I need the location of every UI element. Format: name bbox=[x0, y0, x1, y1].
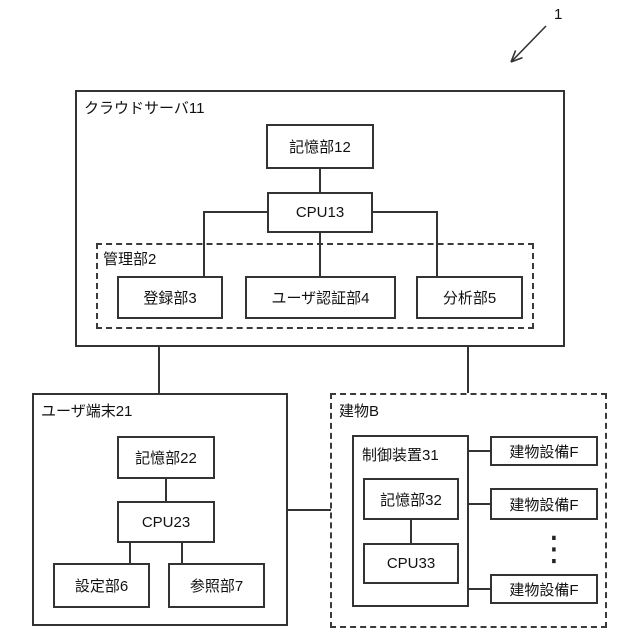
figure-ref-number: 1 bbox=[554, 6, 563, 23]
equipment-box-2: 建物設備F bbox=[490, 488, 598, 520]
equipment-label-2: 建物設備F bbox=[509, 496, 579, 514]
building-label: 建物B bbox=[339, 403, 380, 420]
cloud-server-label: クラウドサーバ11 bbox=[84, 100, 205, 117]
connector-cloud-building bbox=[467, 346, 469, 393]
building-box: 建物B bbox=[330, 393, 607, 628]
connector-controller-equipment-3 bbox=[468, 588, 491, 590]
user-terminal-label: ユーザ端末21 bbox=[41, 403, 133, 420]
management-box: 管理部2 bbox=[96, 243, 534, 329]
cpu33-box: CPU33 bbox=[363, 543, 459, 584]
cpu33-label: CPU33 bbox=[386, 555, 436, 572]
equipment-label-1: 建物設備F bbox=[509, 443, 579, 461]
setting-label: 設定部6 bbox=[74, 578, 129, 595]
setting-box: 設定部6 bbox=[53, 563, 150, 608]
vertical-ellipsis-icon: ⋮ bbox=[537, 529, 571, 569]
memory32-box: 記憶部32 bbox=[363, 478, 459, 520]
cpu23-label: CPU23 bbox=[141, 513, 191, 531]
management-label: 管理部2 bbox=[103, 251, 157, 268]
reference-box: 参照部7 bbox=[168, 563, 265, 608]
connector-cloud-terminal bbox=[158, 346, 160, 393]
registration-label: 登録部3 bbox=[143, 290, 197, 307]
equipment-box-3: 建物設備F bbox=[490, 574, 598, 604]
connector-cpu13-left-h bbox=[203, 211, 268, 213]
cpu13-label: CPU13 bbox=[295, 204, 345, 221]
connector-cpu13-analysis bbox=[436, 211, 438, 276]
connector-cpu23-setting bbox=[129, 542, 131, 564]
analysis-label: 分析部5 bbox=[442, 290, 497, 307]
user-auth-box: ユーザ認証部4 bbox=[245, 276, 396, 319]
connector-memory12-cpu13 bbox=[319, 169, 321, 192]
equipment-label-3: 建物設備F bbox=[509, 581, 579, 599]
connector-memory32-cpu33 bbox=[410, 519, 412, 544]
controller-label: 制御装置31 bbox=[362, 447, 439, 464]
connector-cpu13-user-auth bbox=[319, 232, 321, 276]
memory22-label: 記憶部22 bbox=[135, 450, 197, 467]
registration-box: 登録部3 bbox=[117, 276, 223, 319]
memory12-label: 記憶部12 bbox=[289, 139, 351, 156]
connector-terminal-building bbox=[287, 509, 331, 511]
user-auth-label: ユーザ認証部4 bbox=[271, 290, 370, 307]
connector-controller-equipment-1 bbox=[468, 450, 491, 452]
memory32-label: 記憶部32 bbox=[380, 491, 442, 509]
cpu13-box: CPU13 bbox=[267, 192, 373, 233]
connector-cpu13-right-h bbox=[372, 211, 438, 213]
memory22-box: 記憶部22 bbox=[117, 436, 215, 479]
connector-controller-equipment-2 bbox=[468, 503, 491, 505]
memory12-box: 記憶部12 bbox=[266, 124, 374, 169]
cpu23-box: CPU23 bbox=[117, 501, 215, 543]
connector-memory22-cpu23 bbox=[165, 478, 167, 501]
reference-label: 参照部7 bbox=[189, 578, 244, 595]
connector-cpu13-registration bbox=[203, 211, 205, 276]
ref-arrow-icon bbox=[510, 25, 547, 63]
analysis-box: 分析部5 bbox=[416, 276, 523, 319]
equipment-box-1: 建物設備F bbox=[490, 436, 598, 466]
connector-cpu23-reference bbox=[181, 542, 183, 564]
